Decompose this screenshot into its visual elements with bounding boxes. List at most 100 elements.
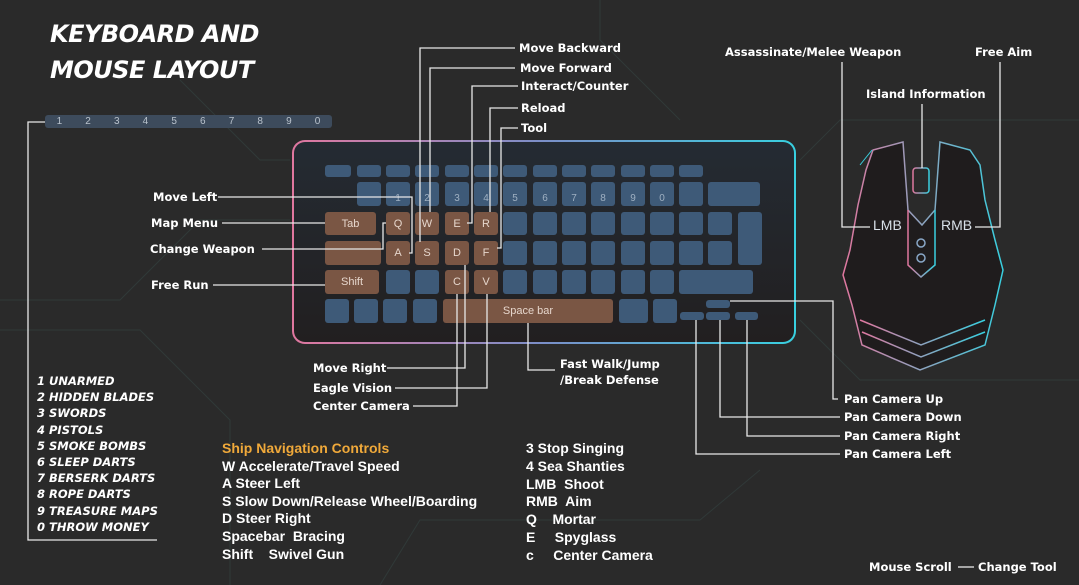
- key-0: 0: [650, 182, 674, 206]
- number-bar-item: 3: [113, 116, 120, 127]
- key-7: 7: [562, 182, 586, 206]
- keyboard-key: [415, 270, 439, 294]
- callout-interact: Interact/Counter: [521, 79, 629, 93]
- key-e: E: [445, 212, 469, 235]
- keyboard-key: [591, 212, 615, 235]
- keyboard-key: [357, 182, 381, 206]
- callout-fast-walk: Fast Walk/Jump: [560, 357, 660, 371]
- ship-controls: Ship Navigation Controls W Accelerate/Tr…: [222, 440, 477, 563]
- keyboard-key: [679, 241, 703, 265]
- keyboard-key: [562, 212, 586, 235]
- weapon-item: 2 HIDDEN BLADES: [37, 390, 155, 405]
- callout-map-menu: Map Menu: [151, 216, 219, 230]
- extra-control-item: E Spyglass: [526, 528, 617, 545]
- callout-free-run: Free Run: [151, 278, 209, 292]
- key-s: S: [415, 241, 439, 265]
- keyboard-key: [325, 165, 351, 177]
- key-shift: Shift: [325, 270, 379, 294]
- keyboard-key: [533, 165, 557, 177]
- weapon-item: 5 SMOKE BOMBS: [37, 438, 147, 453]
- callout-island-info: Island Information: [866, 87, 986, 101]
- callout-pan-left: Pan Camera Left: [844, 447, 952, 461]
- number-bar-item: 0: [314, 116, 321, 127]
- number-bar-item: 5: [171, 116, 177, 127]
- key-2: 2: [415, 182, 439, 206]
- key-a: A: [386, 241, 410, 265]
- arrow-left-key: [680, 312, 704, 320]
- page-title-line1: KEYBOARD AND: [50, 20, 259, 48]
- extra-control-item: Q Mortar: [526, 511, 597, 528]
- keyboard-key: [679, 212, 703, 235]
- key-tab: Tab: [325, 212, 376, 235]
- keyboard-key: [591, 165, 615, 177]
- callout-pan-down: Pan Camera Down: [844, 410, 962, 424]
- keyboard-key: [679, 182, 703, 206]
- keyboard-key: [650, 165, 674, 177]
- key-f: F: [474, 241, 498, 265]
- number-bar-item: 9: [286, 116, 292, 127]
- keyboard-key: [650, 241, 674, 265]
- key-q: Q: [386, 212, 410, 235]
- callout-reload: Reload: [521, 101, 566, 115]
- weapon-item: 0 THROW MONEY: [37, 519, 149, 534]
- extra-control-item: 3 Stop Singing: [526, 440, 624, 456]
- ship-control-item: A Steer Left: [222, 475, 301, 492]
- keyboard-key: [503, 270, 527, 294]
- keyboard-key: [445, 165, 469, 177]
- keyboard-key: [562, 270, 586, 294]
- callout-change-weapon: Change Weapon: [150, 242, 255, 256]
- keyboard-key: [679, 270, 753, 294]
- keyboard-key: [386, 270, 410, 294]
- keyboard-key: [415, 165, 439, 177]
- ship-control-item: D Steer Right: [222, 510, 311, 527]
- extra-control-item: c Center Camera: [526, 546, 653, 563]
- ship-control-item: Shift Swivel Gun: [222, 545, 345, 562]
- keyboard-key: [619, 299, 648, 323]
- ship-heading: Ship Navigation Controls: [222, 440, 390, 456]
- key-enter: [738, 212, 762, 265]
- ship-control-item: Spacebar Bracing: [222, 527, 345, 544]
- callout-pan-up: Pan Camera Up: [844, 392, 944, 406]
- callout-pan-right: Pan Camera Right: [844, 429, 961, 443]
- key-d: D: [445, 241, 469, 265]
- keyboard-key: [708, 241, 732, 265]
- weapon-item: 3 SWORDS: [37, 406, 107, 421]
- weapon-item: 4 PISTOLS: [37, 422, 104, 437]
- keyboard-key: [591, 241, 615, 265]
- key-9: 9: [621, 182, 645, 206]
- number-bar-item: 6: [200, 116, 206, 127]
- key-5: 5: [503, 182, 527, 206]
- weapon-item: 6 SLEEP DARTS: [37, 455, 136, 470]
- number-bar-item: 4: [142, 116, 149, 127]
- scroll-wheel: [912, 167, 930, 194]
- keyboard-key: [413, 299, 437, 323]
- keyboard-key: [503, 212, 527, 235]
- ship-control-item: S Slow Down/Release Wheel/Boarding: [222, 492, 478, 509]
- dpi-button-icon: [916, 253, 926, 263]
- number-bar-item: 2: [85, 116, 91, 127]
- keyboard-key: [621, 165, 645, 177]
- keyboard-key: [621, 270, 645, 294]
- key-space: Space bar: [443, 299, 613, 323]
- mouse-rmb-label: RMB: [941, 217, 973, 233]
- keyboard-key: [533, 212, 557, 235]
- weapon-item: 1 UNARMED: [37, 374, 115, 388]
- number-bar-item: 8: [257, 116, 263, 127]
- keyboard-key: [621, 241, 645, 265]
- key-w: W: [415, 212, 439, 235]
- keyboard-key: [533, 241, 557, 265]
- number-bar-item: 1: [56, 116, 63, 127]
- keyboard-key: [474, 165, 498, 177]
- dpi-button-icon: [916, 238, 926, 248]
- callout-center-camera: Center Camera: [313, 399, 410, 413]
- mouse-lmb-label: LMB: [873, 217, 902, 233]
- keyboard-key: [325, 299, 349, 323]
- keyboard-key: [533, 270, 557, 294]
- keyboard-key: [503, 165, 527, 177]
- keyboard-key: [591, 270, 615, 294]
- arrow-up-key: [706, 300, 730, 308]
